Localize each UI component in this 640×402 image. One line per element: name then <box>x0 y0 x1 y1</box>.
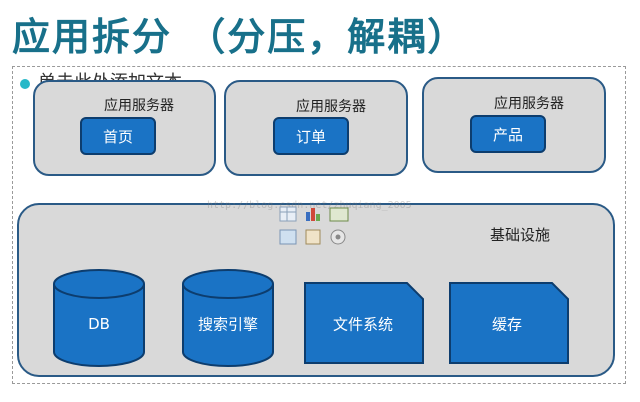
table-icon <box>279 206 297 222</box>
picture-icon <box>279 229 297 245</box>
content-placeholder-frame[interactable] <box>12 66 626 384</box>
slide-title: 应用拆分 （分压，解耦） <box>12 15 468 59</box>
db-label: DB <box>88 315 110 333</box>
infrastructure-label: 基础设施 <box>490 226 551 244</box>
service-node-order[interactable]: 订单 <box>273 117 349 155</box>
watermark-text: http://blog.csdn.net/zhuqiang_2005 <box>207 200 412 211</box>
file-system-node-icon[interactable] <box>303 281 425 365</box>
db-cylinder-icon[interactable] <box>52 268 146 368</box>
chart-icon <box>306 212 310 221</box>
app-server-label-3: 应用服务器 <box>494 96 564 112</box>
smartart-icon <box>329 207 349 222</box>
cache-node-icon[interactable] <box>448 281 570 365</box>
search-engine-label: 搜索引擎 <box>197 315 259 334</box>
app-server-label-2: 应用服务器 <box>296 99 366 115</box>
service-node-product[interactable]: 产品 <box>470 115 546 153</box>
cache-label: 缓存 <box>491 315 523 334</box>
bullet-dot-icon <box>20 79 30 89</box>
embedded-object-icons <box>279 206 349 245</box>
clipart-icon <box>305 229 321 245</box>
search-engine-cylinder-icon[interactable] <box>181 268 275 368</box>
service-node-homepage[interactable]: 首页 <box>80 117 156 155</box>
file-system-label: 文件系统 <box>332 315 394 334</box>
app-server-label-1: 应用服务器 <box>104 98 174 114</box>
